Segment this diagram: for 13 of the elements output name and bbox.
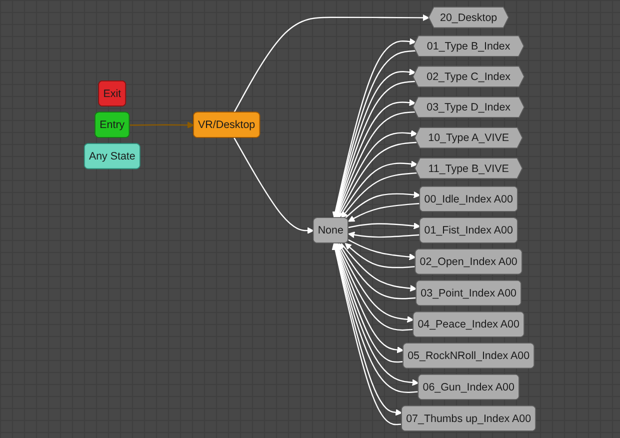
arrow (344, 191, 420, 219)
arrow (348, 239, 416, 260)
arrow (233, 14, 430, 113)
arrow (348, 222, 420, 230)
arrow (348, 232, 420, 238)
arrow (340, 242, 417, 292)
arrow (338, 242, 416, 300)
arrow (234, 137, 314, 234)
arrow (344, 242, 416, 268)
arrow (130, 122, 194, 128)
arrow (348, 202, 420, 222)
arrow (338, 160, 418, 218)
arrow (340, 172, 418, 218)
